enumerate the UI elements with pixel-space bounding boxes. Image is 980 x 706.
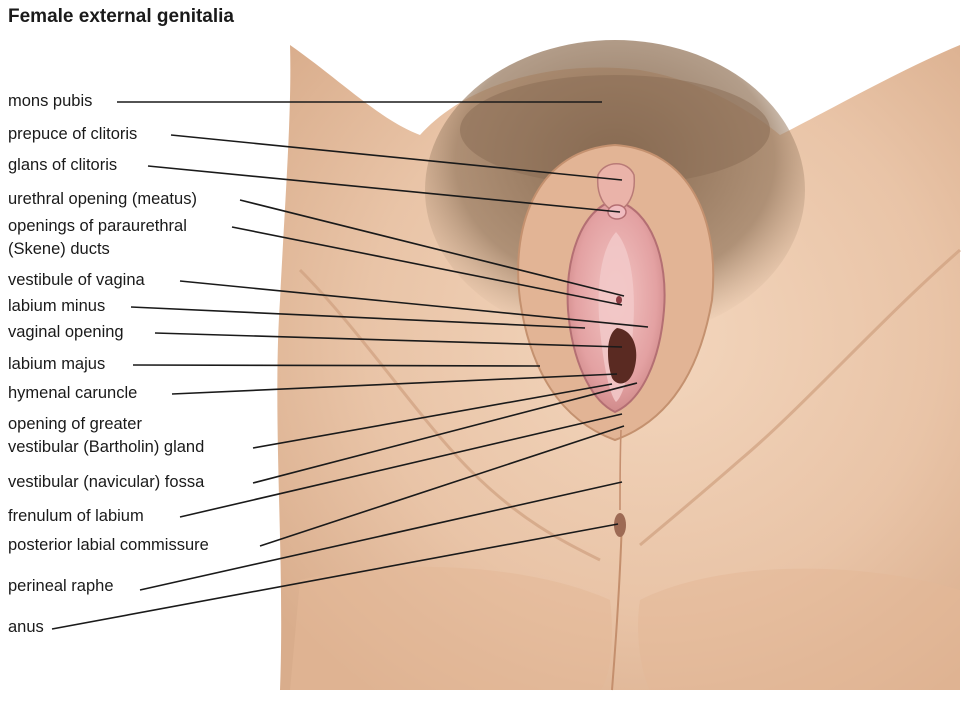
leader-anus: [51, 523, 619, 630]
label-hymenal-caruncle: hymenal caruncle: [8, 384, 138, 402]
gluteal-cleft: [611, 519, 623, 691]
right-thigh-crease: [639, 248, 961, 547]
label-prepuce-of-clitoris: prepuce of clitoris: [8, 125, 138, 143]
label-vestibule-of-vagina: vestibule of vagina: [8, 271, 145, 289]
anus-shape: [614, 513, 626, 537]
leader-lines: [51, 101, 649, 630]
urethral-opening-shape: [616, 296, 622, 304]
label-vaginal-opening: vaginal opening: [8, 323, 124, 341]
leader-prepuce: [170, 134, 623, 181]
label-labium-majus: labium majus: [8, 355, 106, 373]
leader-posterior-commissure: [259, 425, 625, 547]
label-perineal-raphe: perineal raphe: [8, 577, 114, 595]
leader-perineal-raphe: [139, 481, 623, 591]
leader-vestibule: [179, 280, 649, 328]
leader-labium-minus: [130, 306, 586, 329]
left-thigh-crease: [298, 268, 601, 562]
label-greater-vestibular-opening: opening of greater: [8, 415, 142, 433]
right-buttock: [638, 568, 960, 690]
label-navicular-fossa: vestibular (navicular) fossa: [8, 473, 205, 491]
label-frenulum-of-labium: frenulum of labium: [8, 507, 144, 525]
label-paraurethral-openings: openings of paraurethral: [8, 217, 187, 235]
leader-labium-majus: [132, 364, 541, 367]
leader-paraurethral: [231, 226, 623, 306]
label-bartholin-gland: vestibular (Bartholin) gland: [8, 438, 205, 456]
leader-glans: [147, 165, 621, 213]
leader-bartholin: [252, 383, 613, 449]
leader-vaginal-opening: [154, 332, 623, 348]
leader-frenulum: [179, 413, 623, 518]
label-posterior-labial-commissure: posterior labial commissure: [8, 536, 209, 554]
leader-urethral-opening: [239, 199, 625, 297]
vaginal-opening-shape: [607, 328, 637, 384]
label-mons-pubis: mons pubis: [8, 92, 93, 110]
label-glans-of-clitoris: glans of clitoris: [8, 156, 118, 174]
label-anus: anus: [8, 618, 44, 636]
perineal-raphe-shape: [619, 429, 622, 511]
left-buttock: [290, 566, 612, 690]
label-skene-ducts: (Skene) ducts: [8, 240, 110, 258]
label-urethral-opening: urethral opening (meatus): [8, 190, 197, 208]
leader-navicular-fossa: [252, 382, 638, 484]
prepuce-shape: [596, 163, 636, 213]
figure-title: Female external genitalia: [8, 6, 234, 27]
label-labium-minus: labium minus: [8, 297, 106, 315]
leader-hymenal-caruncle: [171, 373, 618, 395]
